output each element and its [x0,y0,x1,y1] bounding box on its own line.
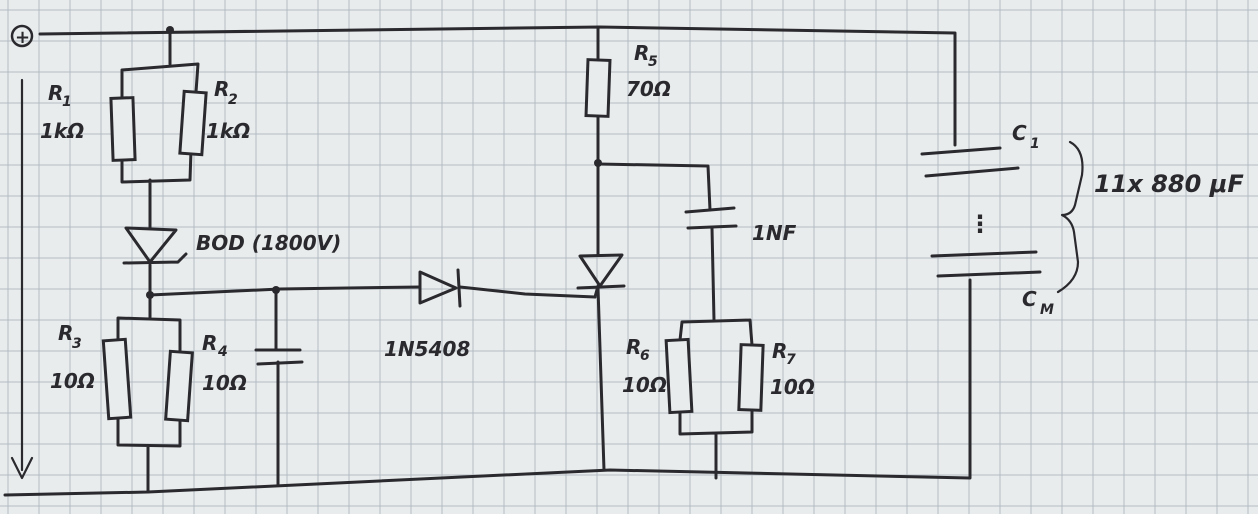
cap-top-name: C [1012,121,1027,145]
cap-top-sub: 1 [1030,136,1040,152]
r6-symbol: R 6 10Ω [622,335,694,415]
r6-name: R [626,335,641,359]
snubber-capacitor-symbol: 1NF [684,206,797,245]
positive-terminal-symbol: + [15,27,30,48]
bod-label: BOD (1800V) [196,231,341,255]
junction-dot [272,286,280,294]
r3-symbol: R 3 10Ω [50,321,133,421]
cap-bank-brace [1056,140,1084,294]
r4-value: 10Ω [202,371,247,395]
r7-sub: 7 [786,352,796,368]
r2-name: R [214,77,229,101]
r7-symbol: R 7 10Ω [737,339,815,412]
gate-capacitor-symbol [254,348,304,366]
positive-terminal: + [10,24,34,48]
diode-1n5408-label: 1N5408 [384,337,470,361]
r4-name: R [202,331,217,355]
snubber-cap-value: 1NF [752,221,797,245]
r6-value: 10Ω [622,373,667,397]
gate-node-wire [148,285,597,299]
snubber-branch-wire [596,162,754,480]
r2-symbol: R 2 1kΩ [178,77,250,157]
r5-symbol: R 5 70Ω [584,41,671,118]
junction-dot [146,291,154,299]
cap-bank-label: 11x 880 μF [1094,170,1244,198]
r6-sub: 6 [640,348,650,364]
r2-value: 1kΩ [206,119,250,143]
cap-bottom-name: C [1022,287,1037,311]
r1-sub: 1 [62,94,72,110]
r7-value: 10Ω [770,375,815,399]
r5-value: 70Ω [626,77,671,101]
junction-dots [146,26,602,299]
r2-sub: 2 [228,92,238,108]
bod-diode-symbol: BOD (1800V) [122,226,341,265]
r3r4-branch-wire [116,293,182,494]
current-arrow [10,78,34,480]
wiring [3,25,1084,497]
cap-bank-dots: ⋮ [968,210,992,238]
r1-name: R [48,81,63,105]
r3-name: R [58,321,73,345]
r5-name: R [634,41,649,65]
junction-dot [166,26,174,34]
r7-name: R [772,339,787,363]
capacitor-bank-symbol: ⋮ C 1 C M 11x 880 μF [920,121,1244,318]
thyristor-symbol [576,253,626,299]
cap-bottom-sub: M [1040,302,1054,318]
r5-sub: 5 [648,54,658,70]
r3-value: 10Ω [50,369,95,393]
junction-dot [594,159,602,167]
r1r2-branch-wire [120,28,200,297]
r4-symbol: R 4 10Ω [164,331,247,423]
gate-cap-wire [274,288,280,486]
diode-1n5408-symbol: 1N5408 [384,268,470,361]
r3-sub: 3 [72,336,82,352]
r1-symbol: R 1 1kΩ [40,81,137,162]
top-rail [38,25,957,147]
bottom-rail [3,278,972,497]
r1-value: 1kΩ [40,119,84,143]
r4-sub: 4 [217,344,228,360]
